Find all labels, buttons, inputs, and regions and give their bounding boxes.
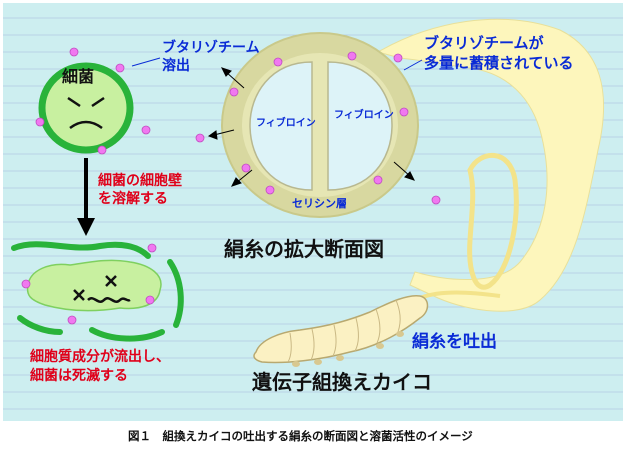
lysozyme-dot [265,185,275,195]
cell-wall-label-line2: を溶解する [98,190,168,207]
bacterium-cell [38,62,134,154]
accumulation-label-line2: 多量に蓄積されている [424,54,574,72]
silkworm [253,294,429,367]
silkworm-title: 遺伝子組換えカイコ [252,370,432,394]
bacterium-face [67,96,105,130]
accumulation-pointer [403,59,423,71]
broken-cell-wall [11,241,184,342]
lysozyme-dot [393,53,403,63]
accumulation-label-line1: ブタリゾチームが [424,34,545,52]
release-arrows [207,67,415,187]
lysozyme-dot [273,57,283,67]
lysozyme-dot [67,315,77,325]
silk-thread-tail [376,18,605,312]
lysozyme-dot [69,47,79,57]
lysozyme-dot [347,51,357,61]
butarizo-release-label-line1: ブタリゾチーム [162,39,260,56]
silk-loop [467,153,519,290]
lysozyme-dot [35,117,45,127]
lysozyme-dot [399,107,409,117]
silkworm-body [253,294,429,364]
cytoplasm-label-line1: 細胞質成分が流出し、 [30,348,170,365]
fibroin-right-label: フィブロイン [334,108,394,121]
lysozyme-dot [141,125,151,135]
bacterium-label: 細菌 [62,67,94,86]
lysozyme-dot [195,133,205,143]
figure-caption: 図１ 組換えカイコの吐出する絹糸の断面図と溶菌活性のイメージ [128,429,473,443]
lysis-arrow [77,158,95,236]
dead-bacterium-face [73,275,131,303]
lysozyme-dot [21,279,31,289]
cytoplasm-label-line2: 細菌は死滅する [30,367,128,384]
lysozyme-dot [147,243,157,253]
butarizo-release-label-line2: 溶出 [162,57,190,74]
lysozyme-dot [97,145,107,155]
butarizo-release-pointer [131,57,161,67]
fibroin-left-label: フィブロイン [256,116,316,129]
fibroin-left-chamber [249,61,313,191]
silk-strand-to-silkworm [419,290,501,300]
cell-wall-label-line1: 細菌の細胞壁 [98,172,182,189]
lysozyme-dot [431,195,441,205]
cross-section-title: 絹糸の拡大断面図 [224,237,384,261]
sericin-label: セリシン層 [292,197,347,210]
silkworm-segments [287,299,401,363]
spit-label: 絹糸を吐出 [412,331,497,352]
lysozyme-dot [229,87,239,97]
lysozyme-dot [145,295,155,305]
lysozyme-dots [21,47,441,325]
lysozyme-dot [115,63,125,73]
lysozyme-dot [241,163,251,173]
silkworm-legs [292,331,404,367]
fibroin-right-chamber [327,61,393,191]
lysed-cytoplasm [26,259,162,312]
lysozyme-dot [373,175,383,185]
